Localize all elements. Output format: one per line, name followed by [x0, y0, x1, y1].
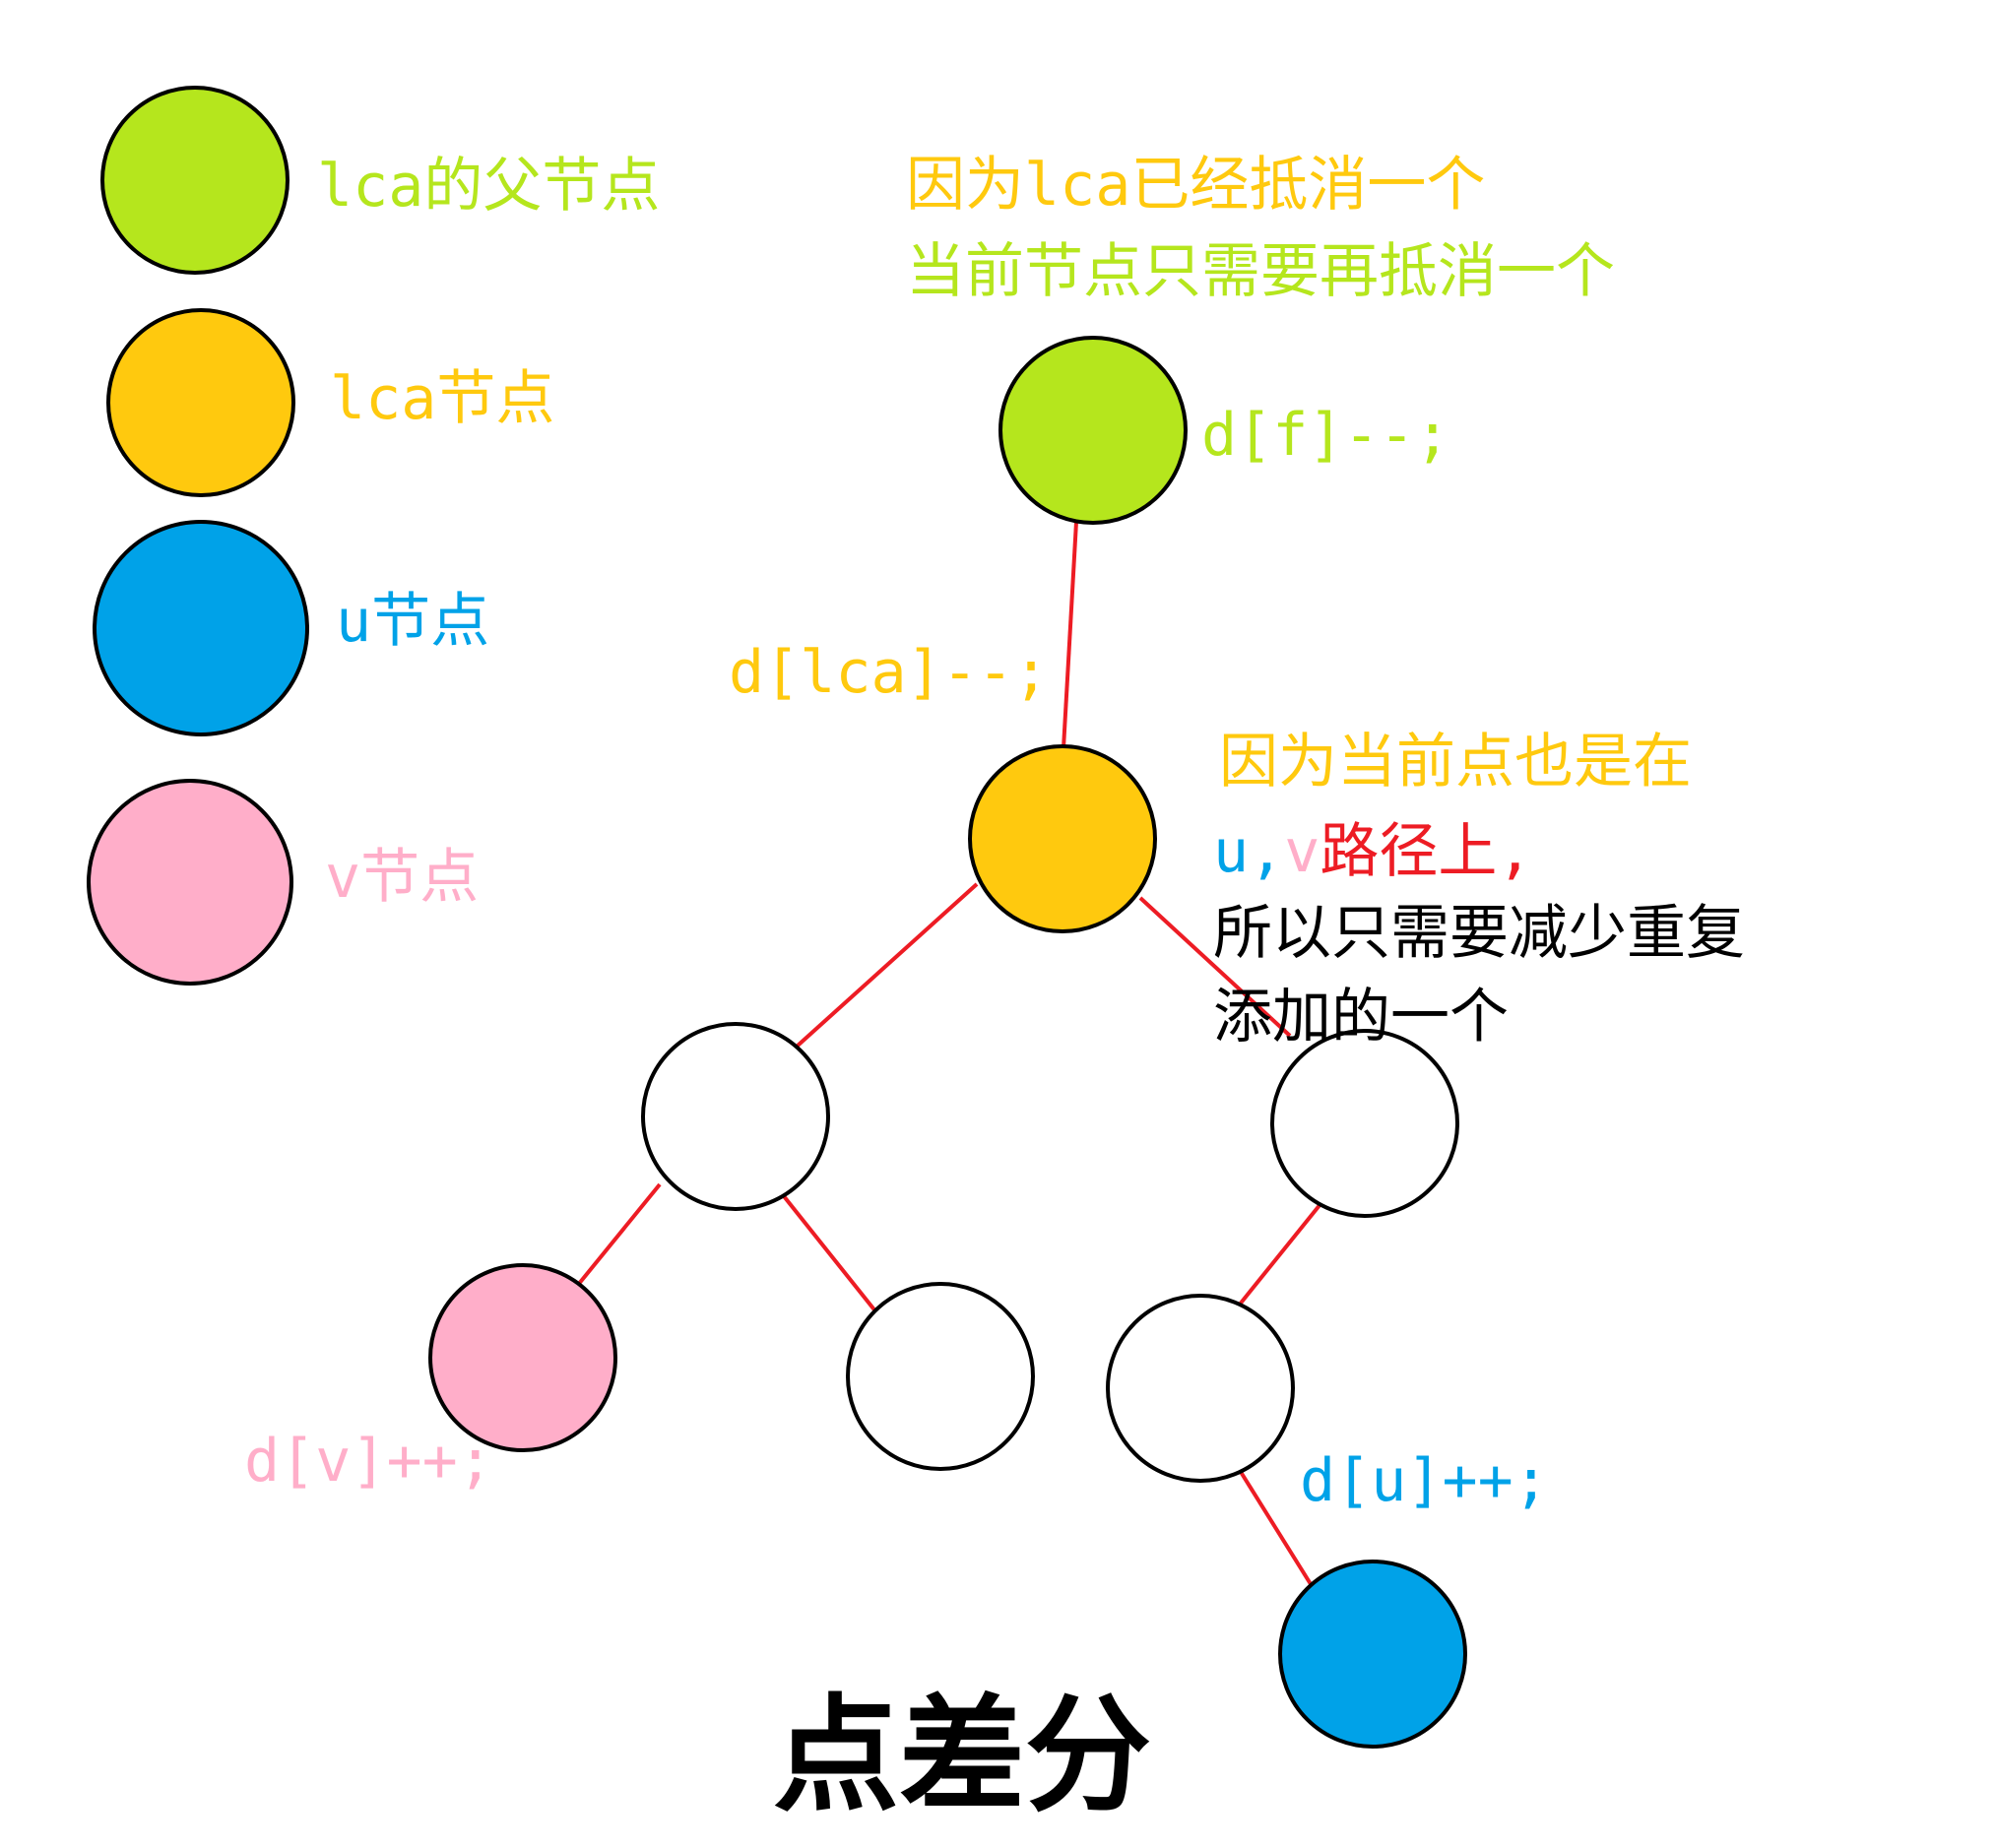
- edge-f-lca: [1062, 521, 1078, 749]
- legend-label-u: u节点: [336, 587, 489, 656]
- edge-lca-right: [1138, 896, 1292, 1038]
- note-mid-v: v: [1284, 817, 1320, 886]
- note-mid-line1: 因为当前点也是在: [1219, 728, 1692, 797]
- diagram-title: 点差分: [773, 1682, 1151, 1829]
- node-u: [1278, 1560, 1467, 1749]
- node-left: [641, 1022, 830, 1211]
- note-mid-u: u,: [1213, 817, 1284, 886]
- node-v: [428, 1263, 617, 1452]
- node-lca: [968, 744, 1157, 933]
- edge-lca-left: [796, 882, 979, 1048]
- legend: lca的父节点 lca节点 u节点 v节点: [87, 86, 660, 986]
- legend-swatch-lca: [106, 308, 295, 497]
- legend-label-v: v节点: [325, 843, 479, 912]
- legend-swatch-v: [87, 779, 293, 986]
- label-d-u: d[u]++;: [1300, 1446, 1549, 1515]
- edge-rl-u: [1239, 1470, 1318, 1594]
- node-right-left-child: [1106, 1294, 1295, 1483]
- legend-label-lca: lca节点: [330, 364, 554, 433]
- node-lca-parent: [998, 336, 1188, 525]
- note-mid-line2: u,v路径上,: [1213, 817, 1533, 886]
- annotations: 因为lca已经抵消一个 当前节点只需要再抵消一个 d[f]--; d[lca]-…: [244, 151, 1745, 1515]
- edge-left-v: [576, 1182, 662, 1287]
- edge-left-right: [778, 1189, 878, 1314]
- node-right: [1270, 1029, 1459, 1218]
- note-mid-line3: 所以只需要减少重复: [1213, 899, 1745, 968]
- legend-label-lca-parent: lca的父节点: [317, 152, 660, 221]
- label-d-f: d[f]--;: [1201, 401, 1450, 470]
- tree-edges: [576, 521, 1326, 1594]
- label-d-v: d[v]++;: [244, 1427, 493, 1496]
- node-left-right-child: [846, 1282, 1035, 1471]
- legend-swatch-lca-parent: [100, 86, 290, 275]
- edge-right-rl: [1237, 1197, 1326, 1307]
- note-top-line1: 因为lca已经抵消一个: [906, 151, 1485, 220]
- legend-swatch-u: [93, 520, 309, 736]
- label-d-lca: d[lca]--;: [729, 638, 1049, 707]
- note-mid-path: 路径上,: [1320, 817, 1532, 886]
- note-top-line2: 当前节点只需要再抵消一个: [906, 237, 1615, 306]
- note-mid-line4: 添加的一个: [1213, 983, 1509, 1051]
- tree-nodes: [428, 336, 1467, 1749]
